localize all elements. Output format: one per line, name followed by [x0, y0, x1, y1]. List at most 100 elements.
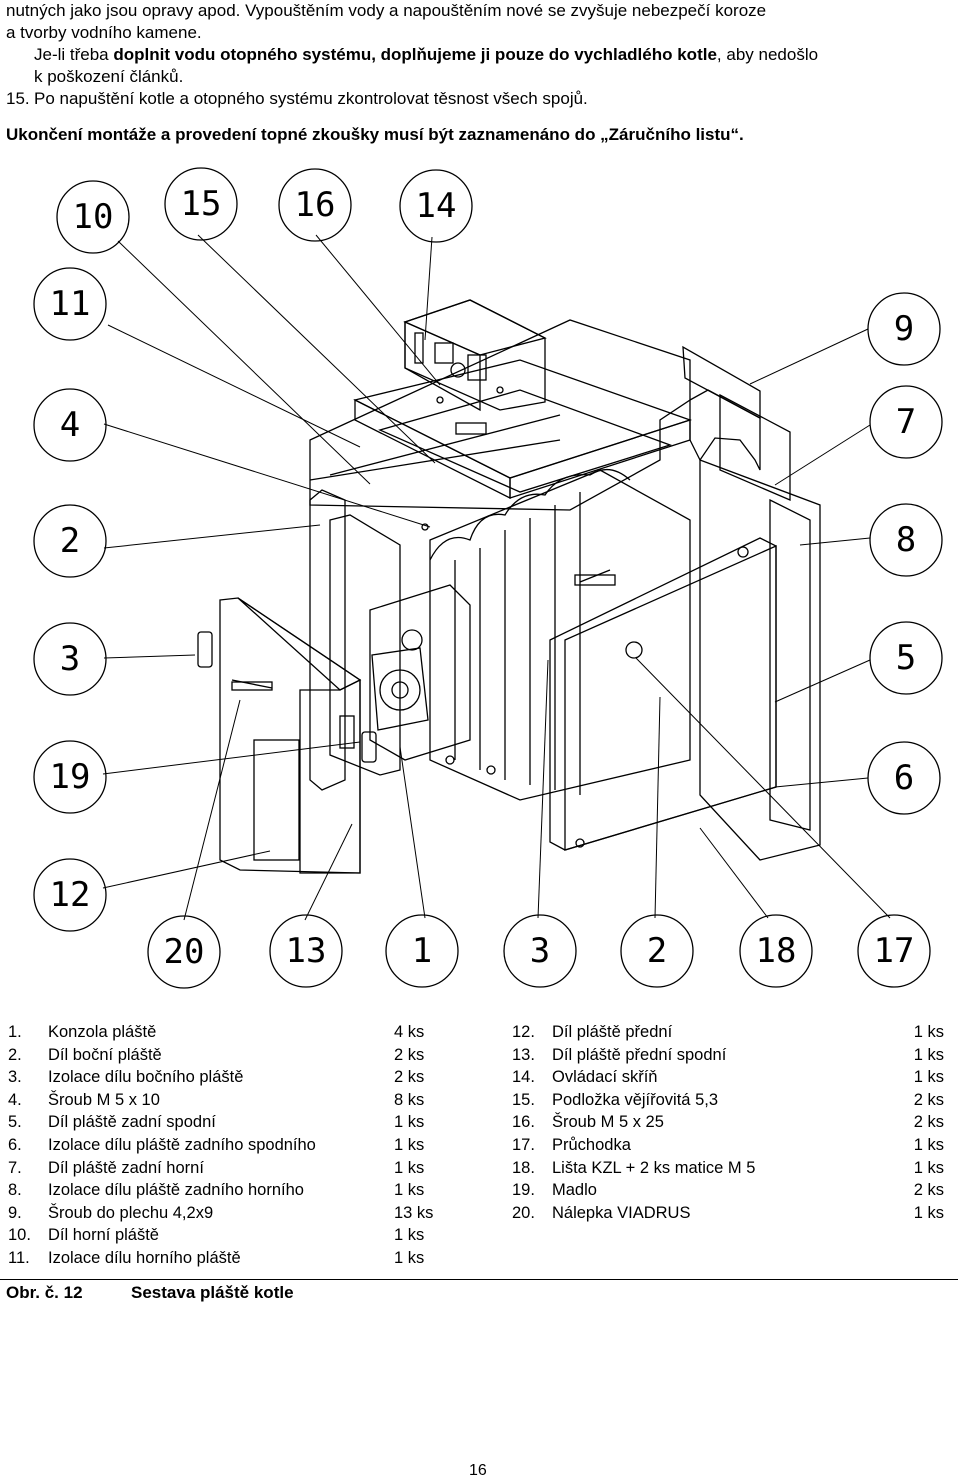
item-quantity: 2 ks [913, 1113, 944, 1132]
intro-line: k poškození článků. [34, 67, 184, 86]
item-quantity: 1 ks [913, 1068, 944, 1087]
callout-12: 12 [50, 875, 91, 915]
callout-15: 15 [181, 184, 222, 224]
item-number: 7. [8, 1158, 22, 1177]
item-number: 14. [512, 1068, 535, 1087]
parts-list-item: 15. Podložka vějířovitá 5,3 2 ks [512, 1089, 944, 1112]
item-quantity: 2 ks [394, 1068, 425, 1087]
item-text: Po napuštění kotle a otopného systému zk… [34, 89, 588, 108]
item-number: 4. [8, 1090, 22, 1109]
intro-line: nutných jako jsou opravy apod. Vypouštěn… [6, 1, 767, 20]
item-name: Izolace dílu pláště zadního spodního [48, 1135, 316, 1154]
item-quantity: 2 ks [913, 1181, 944, 1200]
callout-2: 2 [60, 521, 80, 561]
intro-line-bold: doplnit vodu otopného systému, doplňujem… [113, 45, 717, 64]
item-name: Šroub M 5 x 25 [552, 1113, 664, 1132]
item-name: Izolace dílu horního pláště [48, 1248, 241, 1267]
item-name: Podložka vějířovitá 5,3 [552, 1090, 719, 1109]
item-number: 2. [8, 1045, 22, 1064]
item-name: Lišta KZL + 2 ks matice M 5 [552, 1158, 756, 1177]
boiler-body [329, 468, 691, 801]
parts-list-item: 9. Šroub do plechu 4,2x9 13 ks [8, 1202, 448, 1225]
intro-line-post: , aby nedošlo [716, 45, 819, 64]
item-number: 5. [8, 1113, 22, 1132]
item-number: 15. [512, 1090, 535, 1109]
callout-3-bottom: 3 [530, 931, 550, 971]
callout-16: 16 [295, 185, 336, 225]
callout-8: 8 [896, 520, 916, 560]
callout-9: 9 [894, 309, 914, 349]
parts-list-item: 5. Díl pláště zadní spodní 1 ks [8, 1111, 448, 1134]
callout-6: 6 [894, 758, 914, 798]
item-quantity: 2 ks [913, 1090, 944, 1109]
item-name: Šroub M 5 x 10 [48, 1090, 160, 1109]
item-number: 9. [8, 1203, 22, 1222]
item-number: 6. [8, 1135, 22, 1154]
callout-11: 11 [50, 284, 91, 324]
callout-4: 4 [60, 405, 80, 445]
item-quantity: 1 ks [394, 1248, 425, 1267]
parts-list-item: 3. Izolace dílu bočního pláště 2 ks [8, 1066, 448, 1089]
leader-lines [102, 234, 891, 921]
callout-17: 17 [874, 931, 915, 971]
page-number: 16 [469, 1462, 487, 1479]
item-name: Díl pláště přední spodní [552, 1045, 727, 1064]
item-name: Šroub do plechu 4,2x9 [48, 1203, 214, 1222]
intro-line-pre: Je-li třeba [34, 45, 114, 64]
caption-divider [0, 1279, 958, 1280]
item-name: Díl pláště zadní spodní [48, 1113, 216, 1132]
item-number: 17. [512, 1135, 535, 1154]
item-name: Madlo [552, 1181, 597, 1200]
callout-14: 14 [416, 186, 457, 226]
front-lower-panel [549, 537, 777, 851]
figure-title: Sestava pláště kotle [131, 1283, 294, 1302]
warranty-notice: Ukončení montáže a provedení topné zkouš… [6, 125, 744, 144]
item-number: 3. [8, 1068, 22, 1087]
item-quantity: 13 ks [394, 1203, 434, 1222]
item-quantity: 1 ks [394, 1113, 425, 1132]
item-quantity: 4 ks [394, 1023, 425, 1041]
rear-panels [682, 345, 821, 861]
exploded-assembly-diagram: 10 15 16 14 11 4 2 3 19 12 9 7 8 5 6 20 … [33, 167, 943, 989]
item-number: 13. [512, 1045, 535, 1064]
intro-item-15: 15.Po napuštění kotle a otopného systému… [6, 88, 956, 110]
side-frame [309, 319, 691, 791]
item-name: Konzola pláště [48, 1023, 157, 1041]
item-name: Díl boční pláště [48, 1045, 162, 1064]
item-name: Díl pláště přední [552, 1023, 673, 1041]
callout-18: 18 [756, 931, 797, 971]
callout-7: 7 [896, 402, 916, 442]
item-quantity: 1 ks [394, 1181, 425, 1200]
item-number: 20. [512, 1203, 535, 1222]
callout-labels: 10 15 16 14 11 4 2 3 19 12 9 7 8 5 6 20 … [50, 184, 917, 972]
callout-5: 5 [896, 638, 916, 678]
item-number: 15. [6, 89, 30, 108]
small-hardware [421, 386, 504, 775]
callout-10: 10 [73, 197, 114, 237]
control-box [403, 299, 547, 412]
callout-3: 3 [60, 639, 80, 679]
intro-line: a tvorby vodního kamene. [6, 23, 202, 42]
item-name: Ovládací skříň [552, 1068, 658, 1087]
parts-list-item: 11. Izolace dílu horního pláště 1 ks [8, 1247, 448, 1270]
item-number: 11. [8, 1248, 30, 1267]
item-quantity: 1 ks [913, 1135, 944, 1154]
item-quantity: 1 ks [394, 1158, 425, 1177]
item-quantity: 1 ks [913, 1023, 944, 1041]
top-panel [353, 359, 693, 500]
callout-1: 1 [412, 931, 432, 971]
item-name: Izolace dílu bočního pláště [48, 1068, 244, 1087]
parts-list-item: 14. Ovládací skříň 1 ks [512, 1066, 944, 1089]
